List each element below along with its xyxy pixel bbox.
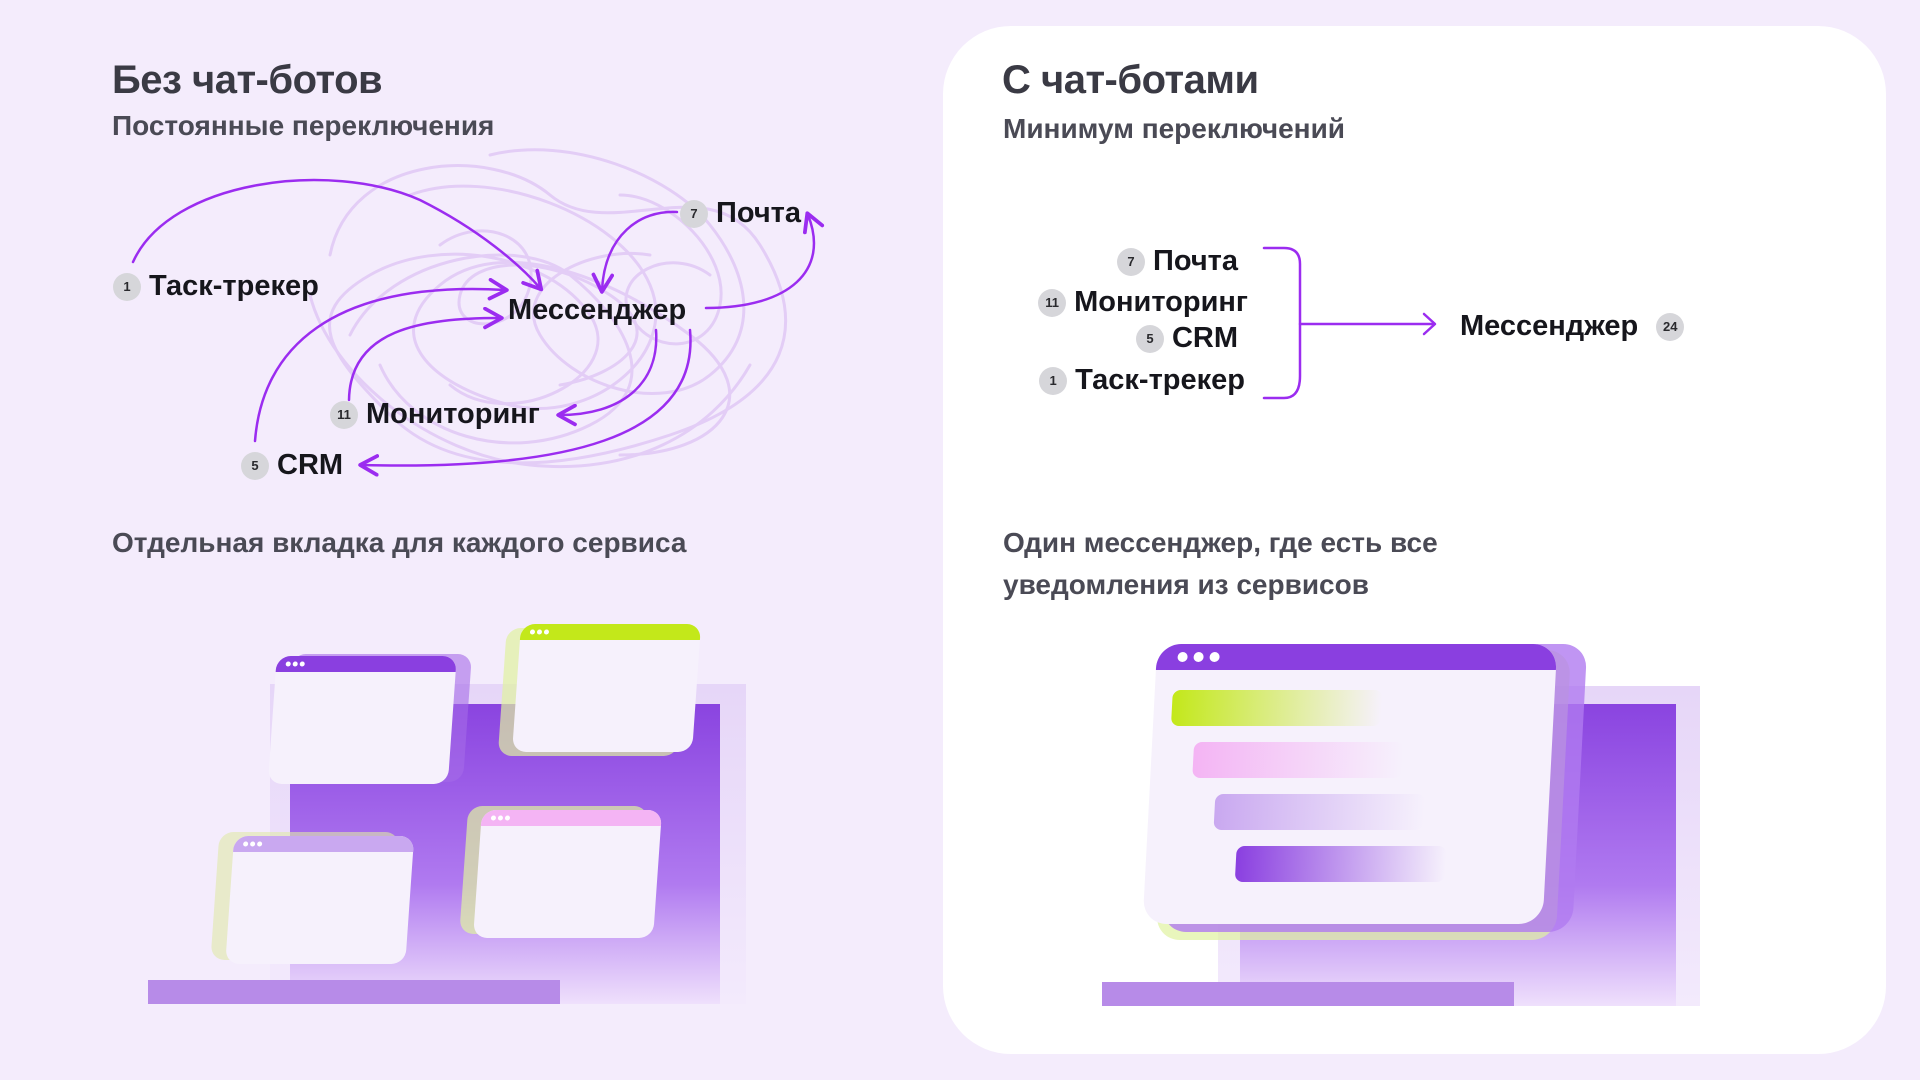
multi-tab-illustration (148, 624, 746, 1004)
source-label: Мониторинг (1074, 286, 1248, 318)
target-messenger: Мессенджер 24 (1460, 310, 1685, 343)
right-caption: Один мессенджер, где есть все уведомлени… (1003, 522, 1438, 606)
scribble-background (308, 148, 788, 468)
right-title: С чат-ботами (1002, 58, 1259, 102)
node-monitoring: 11 Мониторинг (330, 398, 540, 431)
node-task-tracker: 1 Таск-трекер (113, 270, 319, 303)
right-subtitle: Минимум переключений (1003, 113, 1346, 144)
source-label: Таск-трекер (1075, 364, 1245, 396)
count-badge: 5 (1135, 324, 1164, 353)
count-badge: 7 (680, 199, 708, 228)
node-label: Таск-трекер (149, 270, 319, 302)
node-label: CRM (277, 449, 344, 481)
merge-bracket-arrow (1262, 246, 1437, 400)
node-mail: 7 Почта (680, 197, 801, 230)
left-subtitle: Постоянные переключения (112, 110, 495, 141)
caption-line: уведомления из сервисов (1003, 569, 1369, 600)
count-badge: 24 (1656, 312, 1685, 341)
source-label: Почта (1152, 245, 1238, 277)
count-badge: 11 (1038, 288, 1067, 317)
count-badge: 11 (330, 400, 358, 429)
target-label: Мессенджер (1460, 310, 1639, 342)
source-mail: 7 Почта (1116, 245, 1238, 278)
source-label: CRM (1171, 322, 1238, 354)
node-label: Почта (716, 197, 802, 229)
left-caption: Отдельная вкладка для каждого сервиса (112, 527, 687, 558)
node-label: Мессенджер (508, 294, 687, 326)
switching-arrows (131, 178, 825, 477)
node-label: Мониторинг (366, 398, 540, 430)
left-title: Без чат-ботов (112, 58, 383, 102)
node-crm: 5 CRM (241, 449, 343, 482)
count-badge: 5 (241, 451, 269, 480)
single-messenger-illustration (1102, 644, 1700, 1006)
caption-line: Один мессенджер, где есть все (1003, 527, 1438, 558)
source-task-tracker: 1 Таск-трекер (1039, 364, 1245, 397)
source-monitoring: 11 Мониторинг (1038, 286, 1248, 319)
node-messenger: Мессенджер (508, 294, 686, 327)
count-badge: 7 (1116, 247, 1145, 276)
count-badge: 1 (1039, 366, 1068, 395)
count-badge: 1 (113, 272, 141, 301)
source-crm: 5 CRM (1135, 322, 1238, 355)
